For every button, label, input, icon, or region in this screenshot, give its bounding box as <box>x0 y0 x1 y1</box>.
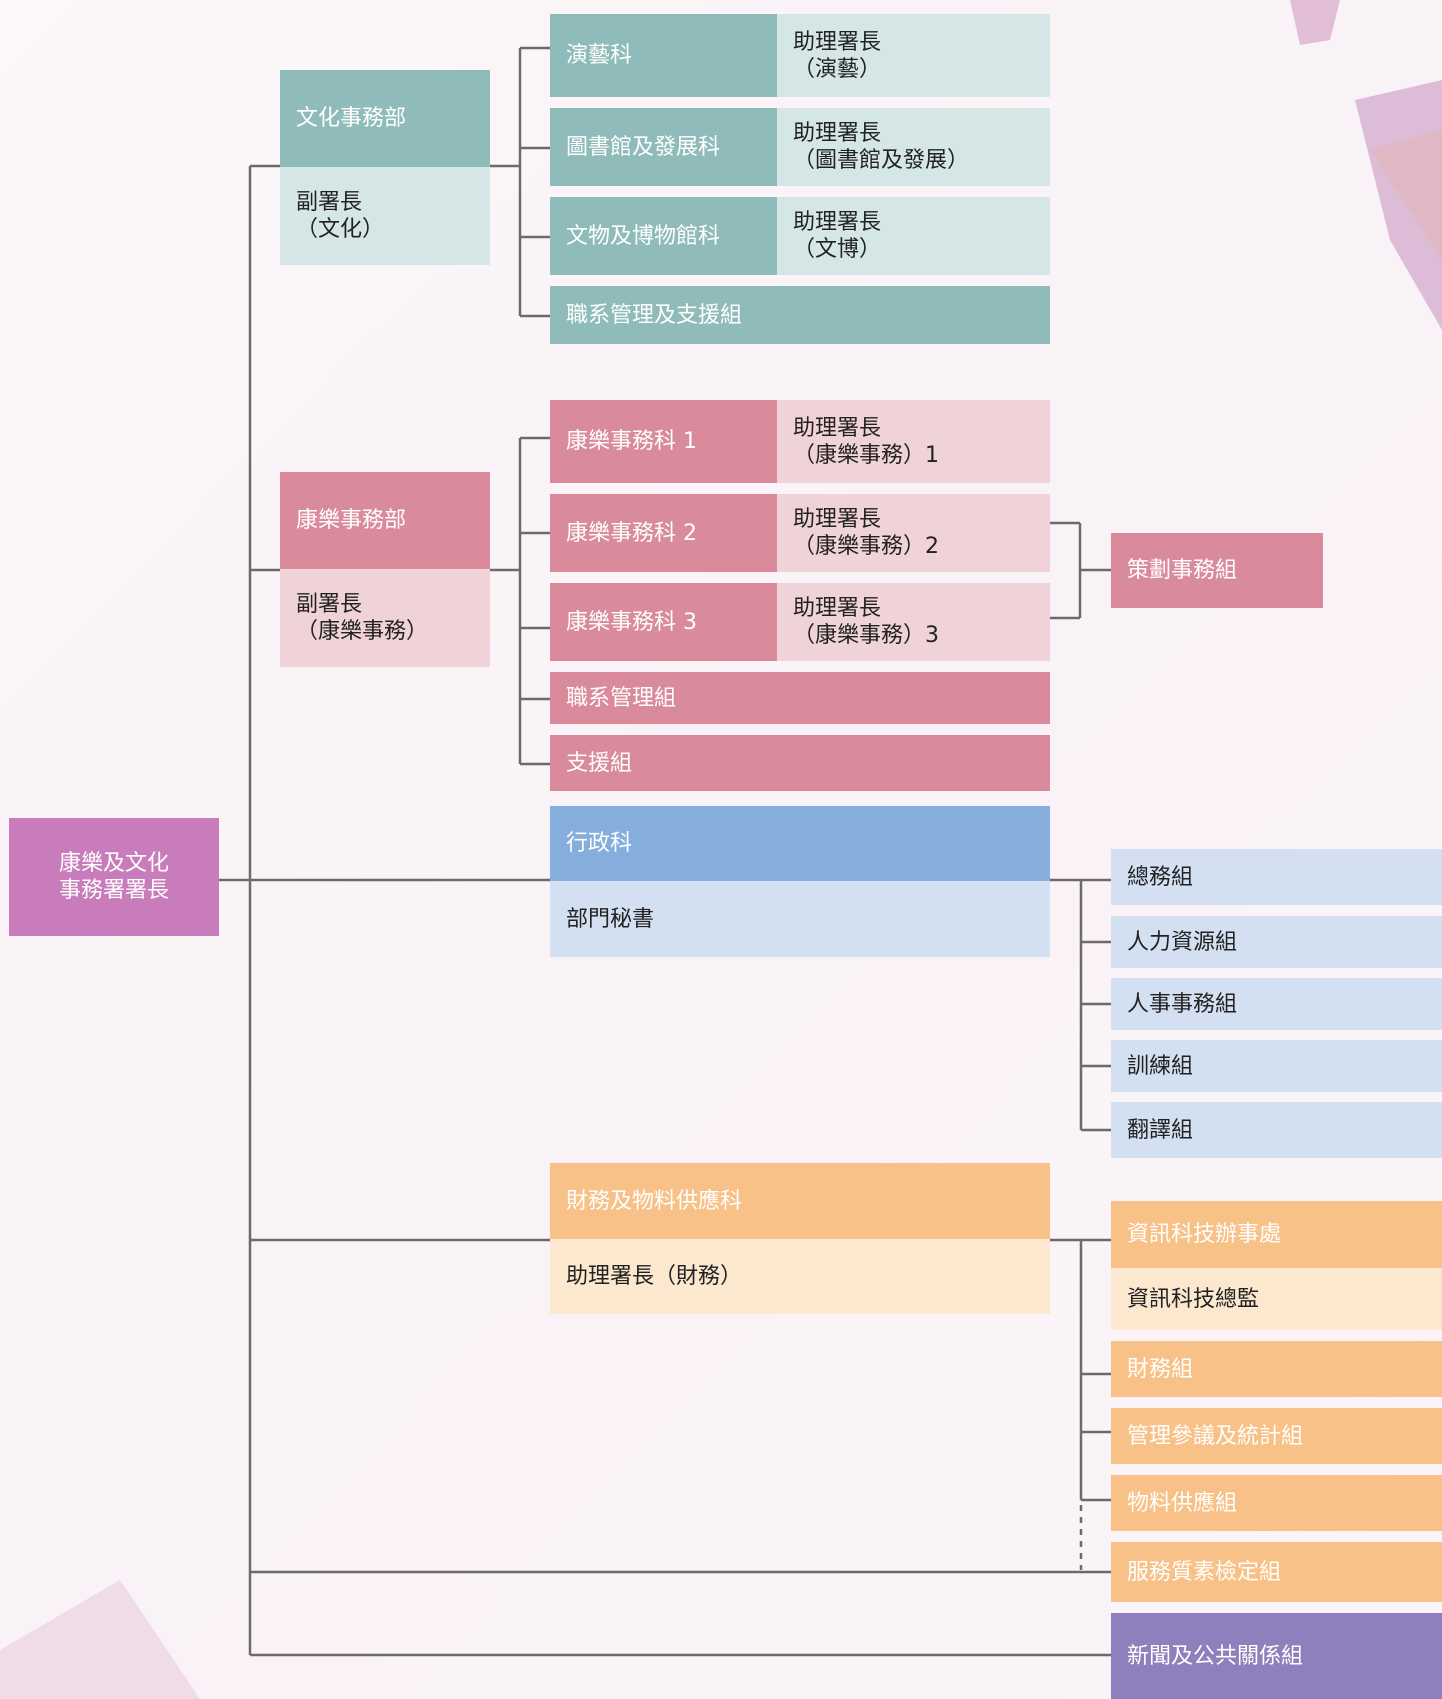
service-quality-unit: 服務質素檢定組 <box>1111 1542 1442 1602</box>
section-name: 康樂事務科 2 <box>566 520 697 546</box>
it-head-box: 資訊科技總監 <box>1111 1268 1442 1330</box>
unit-name: 財務組 <box>1127 1356 1194 1382</box>
section-name: 圖書館及發展科 <box>566 134 721 160</box>
section-name: 康樂事務科 1 <box>566 429 697 454</box>
section-head: 助理署長 （圖書館及發展） <box>793 121 970 173</box>
leisure-support-unit: 支援組 <box>550 735 1050 791</box>
finance-unit-management: 管理參議及統計組 <box>1111 1408 1442 1464</box>
unit-head: 資訊科技總監 <box>1127 1286 1260 1312</box>
finance-unit-supplies: 物料供應組 <box>1111 1475 1442 1531</box>
unit-name: 職系管理組 <box>566 685 677 711</box>
it-office-box: 資訊科技辦事處 <box>1111 1201 1442 1268</box>
culture-section-2-head: 助理署長 （圖書館及發展） <box>777 108 1050 186</box>
leisure-section-3-head: 助理署長 （康樂事務）3 <box>777 583 1050 661</box>
section-head: 助理署長 （演藝） <box>793 29 882 82</box>
unit-name: 訓練組 <box>1127 1053 1194 1079</box>
admin-head-box: 部門秘書 <box>550 881 1050 957</box>
unit-name: 支援組 <box>566 750 633 776</box>
unit-name: 人力資源組 <box>1127 929 1238 955</box>
unit-name: 總務組 <box>1127 864 1194 890</box>
admin-unit-personnel: 人事事務組 <box>1111 978 1442 1030</box>
planning-unit: 策劃事務組 <box>1111 533 1323 608</box>
leisure-dept-name: 康樂事務部 <box>296 508 407 533</box>
leisure-section-2: 康樂事務科 2 <box>550 494 777 572</box>
unit-name: 職系管理及支援組 <box>566 302 743 328</box>
leisure-grade-unit: 職系管理組 <box>550 672 1050 724</box>
unit-name: 物料供應組 <box>1127 1490 1238 1516</box>
leisure-section-2-head: 助理署長 （康樂事務）2 <box>777 494 1050 572</box>
leisure-deputy-label: 副署長 （康樂事務） <box>296 592 429 644</box>
unit-name: 翻譯組 <box>1127 1117 1194 1143</box>
admin-unit-translation: 翻譯組 <box>1111 1102 1442 1158</box>
culture-section-1-head: 助理署長 （演藝） <box>777 14 1050 97</box>
unit-name: 人事事務組 <box>1127 991 1238 1017</box>
division-name: 財務及物料供應科 <box>566 1188 743 1214</box>
leisure-section-1-head: 助理署長 （康樂事務）1 <box>777 400 1050 483</box>
unit-name: 資訊科技辦事處 <box>1127 1222 1282 1247</box>
finance-unit-accounts: 財務組 <box>1111 1341 1442 1397</box>
finance-division-box: 財務及物料供應科 <box>550 1163 1050 1239</box>
admin-unit-general: 總務組 <box>1111 849 1442 905</box>
culture-deputy-label: 副署長 （文化） <box>296 190 385 242</box>
section-head: 助理署長 （康樂事務）2 <box>793 507 939 559</box>
director-box: 康樂及文化 事務署署長 <box>9 818 219 936</box>
finance-head-box: 助理署長（財務） <box>550 1239 1050 1314</box>
leisure-dept-box: 康樂事務部 <box>280 472 490 569</box>
admin-unit-hr: 人力資源組 <box>1111 916 1442 968</box>
section-head: 助理署長 （康樂事務）3 <box>793 596 939 648</box>
culture-section-1: 演藝科 <box>550 14 777 97</box>
culture-dept-box: 文化事務部 <box>280 70 490 167</box>
section-name: 康樂事務科 3 <box>566 609 697 635</box>
culture-deputy-box: 副署長 （文化） <box>280 167 490 265</box>
culture-section-3: 文物及博物館科 <box>550 197 777 275</box>
division-head: 助理署長（財務） <box>566 1264 743 1289</box>
leisure-section-3: 康樂事務科 3 <box>550 583 777 661</box>
unit-name: 管理參議及統計組 <box>1127 1423 1304 1449</box>
unit-name: 策劃事務組 <box>1127 558 1238 583</box>
admin-unit-training: 訓練組 <box>1111 1040 1442 1092</box>
culture-section-3-head: 助理署長 （文博） <box>777 197 1050 275</box>
leisure-section-1: 康樂事務科 1 <box>550 400 777 483</box>
unit-name: 服務質素檢定組 <box>1127 1559 1282 1585</box>
section-head: 助理署長 （文博） <box>793 210 882 262</box>
section-name: 演藝科 <box>566 43 633 68</box>
unit-name: 新聞及公共關係組 <box>1127 1643 1304 1669</box>
pr-unit: 新聞及公共關係組 <box>1111 1613 1442 1699</box>
section-head: 助理署長 （康樂事務）1 <box>793 415 939 468</box>
culture-section-2: 圖書館及發展科 <box>550 108 777 186</box>
director-label: 康樂及文化 事務署署長 <box>58 851 169 903</box>
division-head: 部門秘書 <box>566 906 655 932</box>
section-name: 文物及博物館科 <box>566 223 721 249</box>
admin-division-box: 行政科 <box>550 806 1050 881</box>
leisure-deputy-box: 副署長 （康樂事務） <box>280 569 490 667</box>
division-name: 行政科 <box>566 831 633 856</box>
culture-support-unit: 職系管理及支援組 <box>550 286 1050 344</box>
culture-dept-name: 文化事務部 <box>296 106 407 131</box>
